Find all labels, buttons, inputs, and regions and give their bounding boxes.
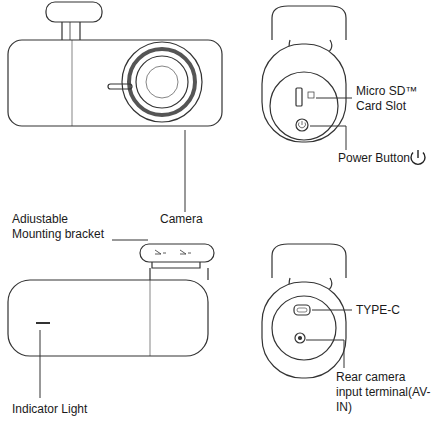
part-label: Power Button xyxy=(338,151,416,166)
part-label: TYPE-C xyxy=(356,303,426,318)
power-symbol xyxy=(411,150,425,164)
front-view xyxy=(8,2,222,212)
part-label: Adiustable Mounting bracket xyxy=(12,212,112,242)
back-view xyxy=(8,240,214,398)
side-view-bottom xyxy=(262,244,352,378)
part-label: Camera xyxy=(160,212,220,227)
part-label: Indicator Light xyxy=(12,402,122,417)
part-label: Micro SD™ Card Slot xyxy=(356,84,430,114)
part-label: Rear camera input terminal(AV-IN) xyxy=(336,370,431,415)
